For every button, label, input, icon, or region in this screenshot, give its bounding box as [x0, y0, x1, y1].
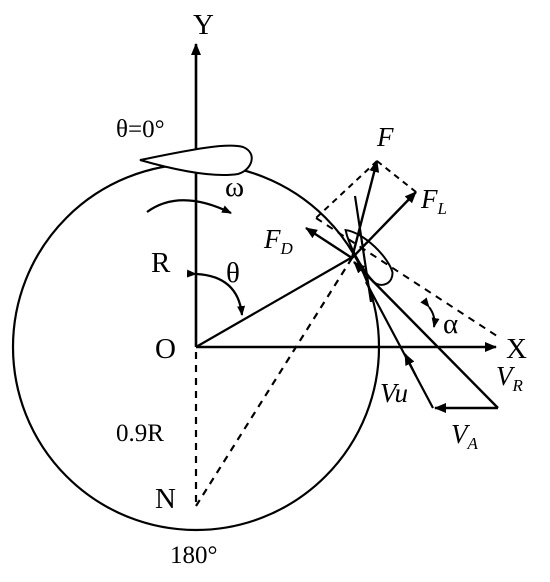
dashed-chord-line [315, 217, 501, 339]
velocity-tangential-arrow [365, 281, 434, 409]
omega-label: ω [225, 171, 244, 203]
force-lift-label: FL [420, 184, 447, 218]
x-axis-label: X [506, 333, 527, 365]
alpha-label: α [443, 308, 458, 340]
theta-label: θ [226, 257, 240, 289]
force-parallelogram-edge [376, 160, 417, 193]
velocity-axial-label: VA [451, 419, 479, 453]
velocity-relative-arrow [353, 261, 499, 409]
origin-label: O [155, 333, 176, 365]
nine-tenths-r-label: 0.9R [116, 420, 164, 447]
y-axis-label: Y [193, 9, 214, 41]
velocity-tangential-head [404, 353, 417, 377]
bottom-angle-label: 180° [170, 542, 218, 569]
velocity-relative-label: VR [496, 361, 524, 395]
omega-rotation-arrow [146, 199, 232, 214]
theta-zero-label: θ=0° [116, 116, 165, 143]
blade-top-airfoil [139, 144, 253, 177]
radius-label: R [151, 247, 171, 279]
force-drag-label: FD [263, 224, 294, 258]
point-n-label: N [155, 483, 176, 515]
velocity-tangential-label: Vu [380, 378, 408, 408]
force-f-label: F [376, 122, 394, 152]
force-parallelogram-edge [315, 160, 378, 219]
alpha-angle-arc [420, 297, 440, 328]
dashed-line-n-to-blade [195, 257, 353, 507]
radius-line [195, 254, 357, 348]
force-f-arrow [350, 160, 380, 259]
theta-angle-arc [186, 269, 246, 316]
force-drag-arrow [305, 226, 353, 260]
